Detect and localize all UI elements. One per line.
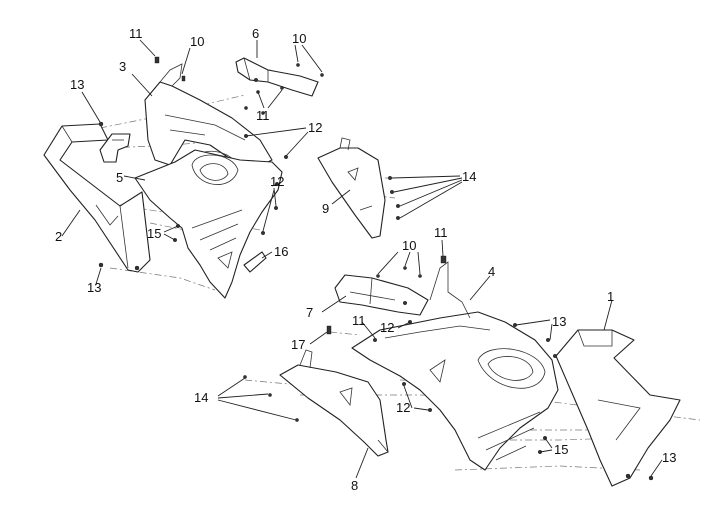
part-6-top-bracket — [235, 57, 319, 97]
callout-1: 1 — [607, 289, 614, 304]
leader-lines — [61, 39, 663, 479]
callout-11: 11 — [129, 26, 143, 41]
callout-5: 5 — [116, 170, 123, 185]
callout-7: 7 — [306, 305, 313, 320]
callout-15: 15 — [554, 442, 568, 457]
callout-10: 10 — [190, 34, 204, 49]
part-9-side-panel — [317, 137, 386, 239]
callout-14: 14 — [462, 169, 476, 184]
callout-13: 13 — [70, 77, 84, 92]
callout-12: 12 — [396, 400, 410, 415]
callout-9: 9 — [322, 201, 329, 216]
part-2-left-side-fairing — [43, 123, 151, 273]
callout-8: 8 — [351, 478, 358, 493]
callout-12: 12 — [270, 174, 284, 189]
callout-11: 11 — [256, 108, 270, 123]
callout-2: 2 — [55, 229, 62, 244]
callout-14: 14 — [194, 390, 208, 405]
callout-10: 10 — [292, 31, 306, 46]
part-4-left-lower-fairing — [134, 149, 283, 299]
callout-6: 6 — [252, 26, 259, 41]
callout-12: 12 — [308, 120, 322, 135]
callout-13: 13 — [552, 314, 566, 329]
callout-11: 11 — [352, 313, 366, 328]
part-4-right-lower-fairing — [351, 261, 559, 471]
part-7-bracket — [334, 274, 429, 316]
callout-3: 3 — [119, 59, 126, 74]
part-1-right-side-fairing — [555, 329, 681, 487]
callout-13: 13 — [87, 280, 101, 295]
callout-11: 11 — [434, 225, 448, 240]
part-16-strip — [243, 251, 267, 273]
callout-labels: 11 10 6 10 3 13 11 12 5 12 14 9 2 15 16 … — [55, 26, 676, 493]
callout-16: 16 — [274, 244, 288, 259]
callout-15: 15 — [147, 226, 161, 241]
callout-13: 13 — [662, 450, 676, 465]
callout-17: 17 — [291, 337, 305, 352]
callout-12: 12 — [380, 320, 394, 335]
callout-10: 10 — [402, 238, 416, 253]
part-8-lower-panel — [279, 349, 389, 457]
callout-4: 4 — [488, 264, 495, 279]
part-5-bracket — [99, 133, 131, 163]
